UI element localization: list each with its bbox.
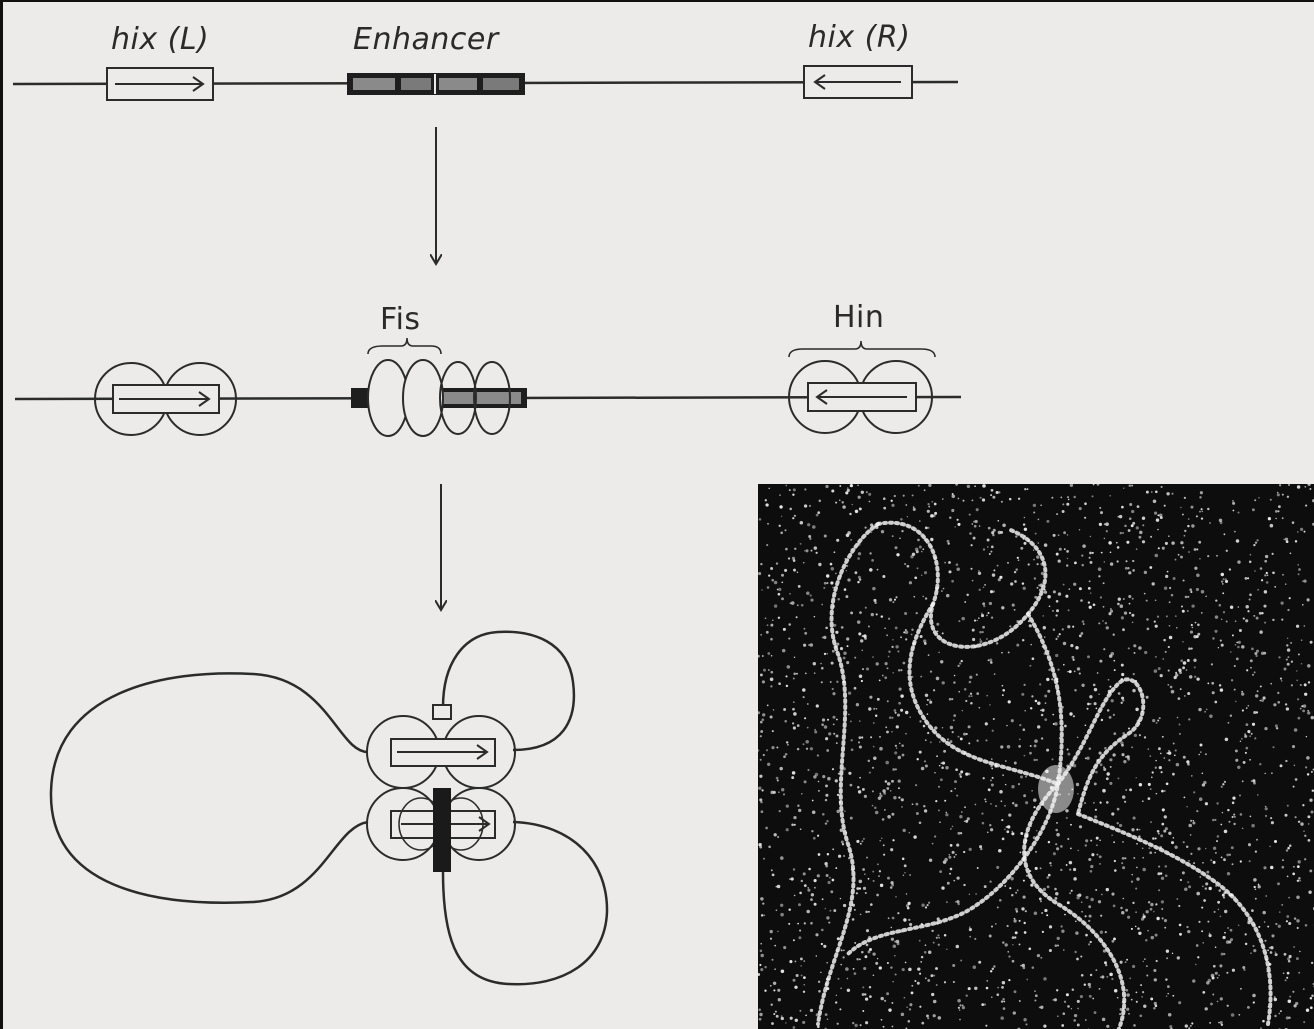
hin-dimer-right <box>789 341 935 433</box>
micrograph-image <box>758 484 1314 1029</box>
hix-left-site <box>107 68 213 100</box>
hix-right-site <box>804 66 912 98</box>
micrograph-protein-complex <box>1038 765 1074 813</box>
electron-micrograph <box>758 484 1314 1029</box>
enhancer-bar <box>433 788 451 872</box>
fis-enhancer-complex <box>351 338 527 436</box>
enhancer-site <box>348 74 524 94</box>
row-linear-dna <box>13 66 958 100</box>
micrograph-dna-strand <box>1078 814 1271 1024</box>
micrograph-dna-strand <box>818 524 878 1024</box>
row-protein-bound <box>15 338 961 436</box>
hin-dimer-left <box>95 363 236 435</box>
hin-brace <box>789 341 935 357</box>
micrograph-dna-strand <box>878 523 1045 647</box>
invertasome-complex <box>51 632 607 984</box>
fis-brace <box>368 338 441 354</box>
micrograph-dna-strand <box>1024 784 1124 1029</box>
micrograph-dna-strand <box>848 614 1062 954</box>
dna-loop-bottom-right <box>443 822 607 984</box>
dna-loop-left <box>51 673 368 902</box>
